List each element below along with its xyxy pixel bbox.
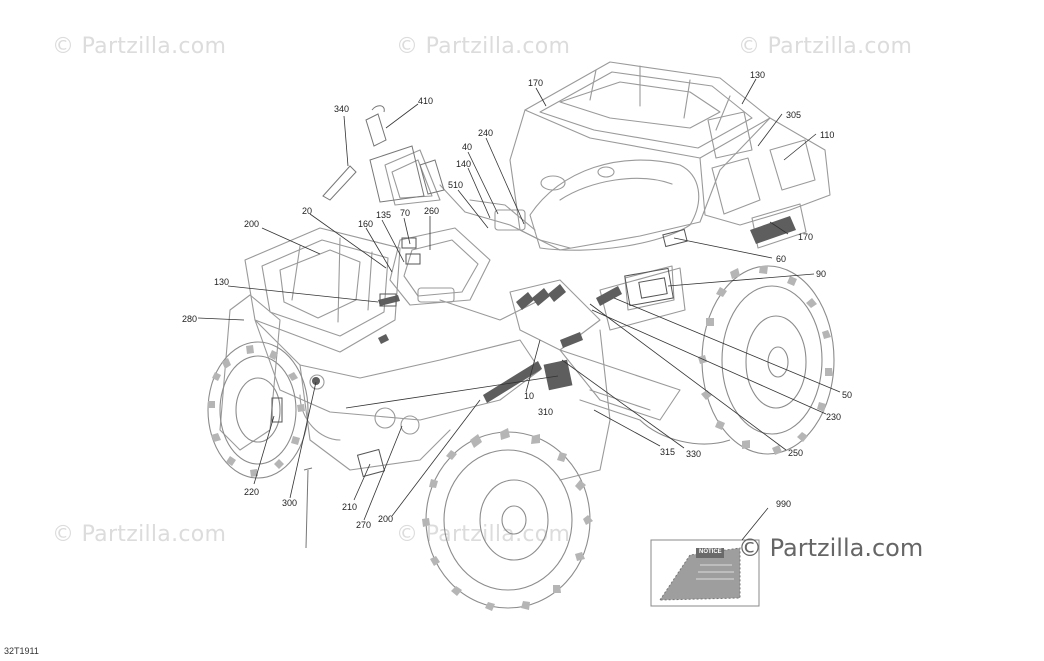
callout-label: 220	[244, 487, 260, 497]
notice-decal-title: NOTICE	[699, 549, 722, 555]
callout-label: 240	[478, 128, 494, 138]
callout-label: 230	[826, 412, 842, 422]
callout-label: 270	[356, 520, 372, 530]
partzilla-watermark: © Partzilla.com	[738, 534, 924, 562]
watermark-tile: © Partzilla.com	[52, 34, 227, 59]
callout-label: 510	[448, 180, 464, 190]
callout-label: 315	[660, 447, 676, 457]
watermark-tile: © Partzilla.com	[738, 34, 913, 59]
callout-label: 260	[424, 206, 440, 216]
callout-label: 280	[182, 314, 198, 324]
watermark-tile: © Partzilla.com	[396, 34, 571, 59]
callout-label: 300	[282, 498, 298, 508]
callout-label: 305	[786, 110, 802, 120]
callout-label: 40	[462, 142, 473, 152]
callout-label: 20	[302, 206, 313, 216]
callout-label: 10	[524, 391, 535, 401]
callout-label: 60	[776, 254, 787, 264]
callout-label: 170	[798, 232, 814, 242]
callout-label: 990	[776, 499, 792, 509]
callout-label: 50	[842, 390, 853, 400]
callout-label: 210	[342, 502, 358, 512]
watermark-tile: © Partzilla.com	[52, 522, 227, 547]
callout-label: 130	[214, 277, 230, 287]
callout-label: 130	[750, 70, 766, 80]
diagram-code: 32T1911	[4, 646, 39, 656]
callout-label: 135	[376, 210, 392, 220]
callout-label: 140	[456, 159, 472, 169]
callout-label: 340	[334, 104, 350, 114]
callout-label: 310	[538, 407, 554, 417]
callout-label: 330	[686, 449, 702, 459]
callout-label: 250	[788, 448, 804, 458]
callout-label: 160	[358, 219, 374, 229]
callout-label: 200	[378, 514, 394, 524]
callout-label: 170	[528, 78, 544, 88]
callout-label: 410	[418, 96, 434, 106]
callout-label: 70	[400, 208, 411, 218]
callout-label: 90	[816, 269, 827, 279]
callout-label: 110	[820, 130, 835, 140]
callout-label: 200	[244, 219, 260, 229]
